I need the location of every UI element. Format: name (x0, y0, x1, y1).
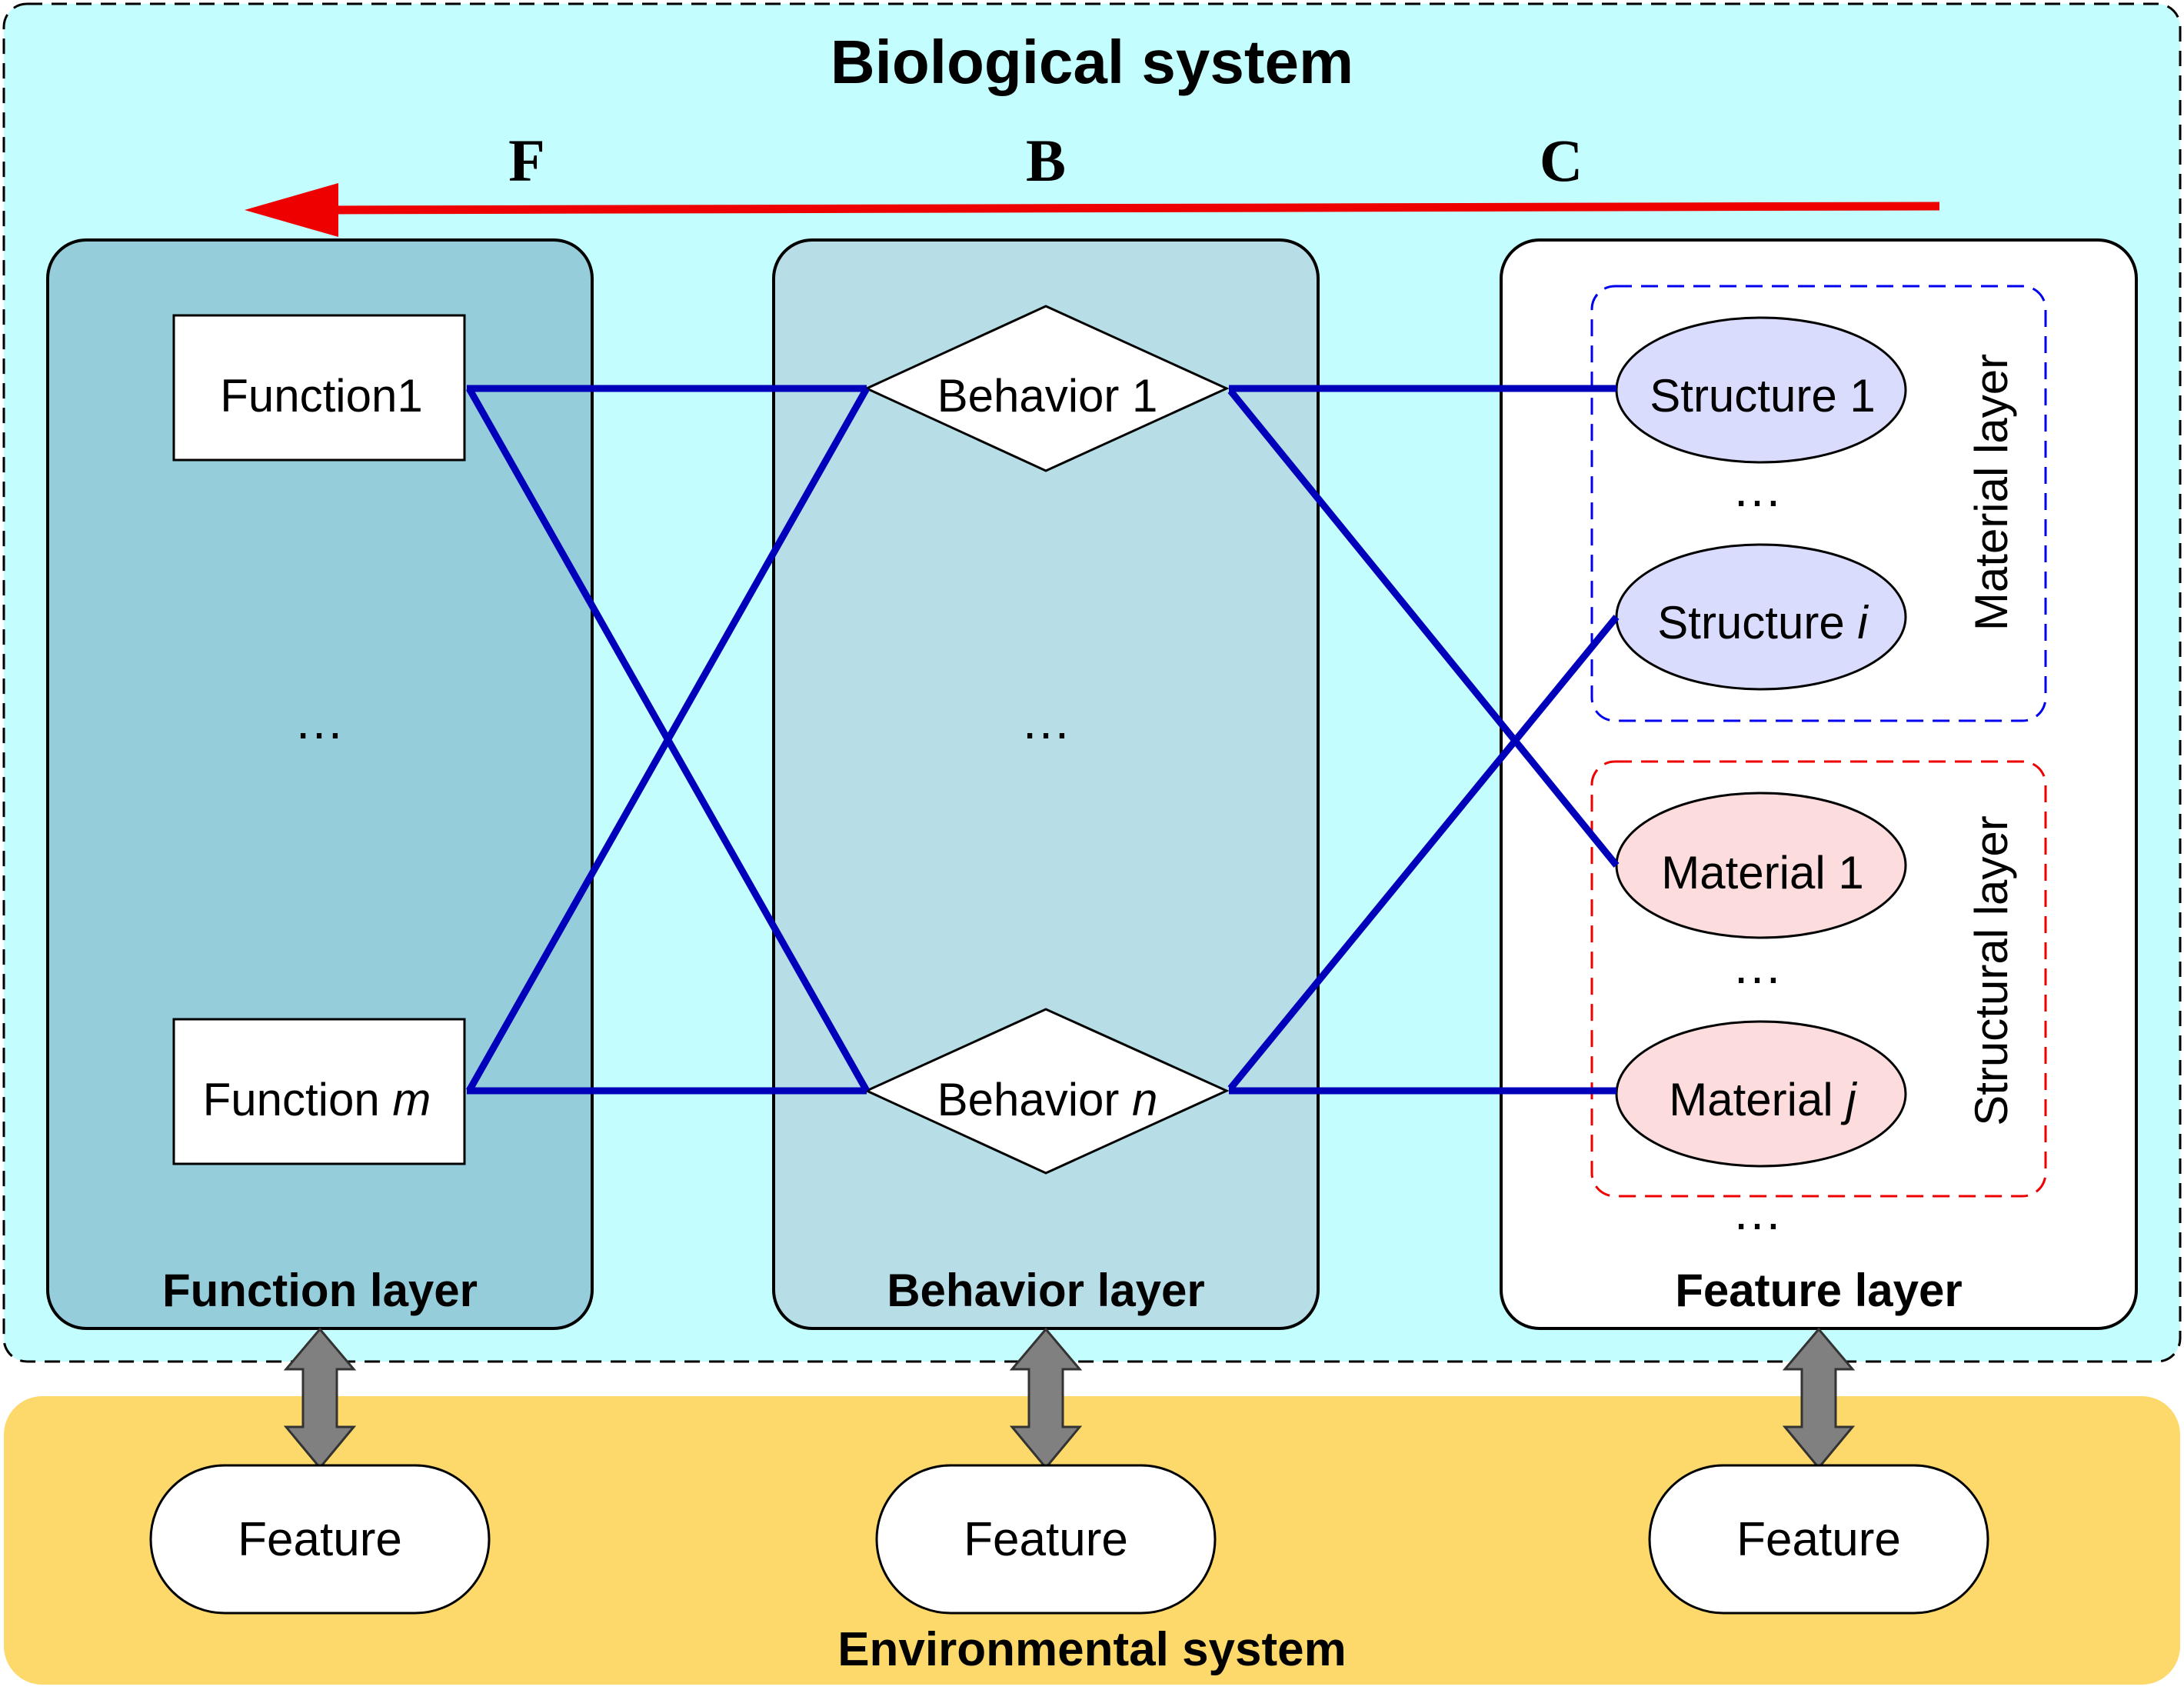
biological-system-title: Biological system (831, 28, 1353, 96)
behavior-n-label: Behavior n (937, 1074, 1158, 1125)
function-1-label: Function1 (220, 370, 423, 422)
material-layer-label: Material layer (1966, 354, 2017, 631)
structure-ellipsis: … (1732, 460, 1783, 517)
direction-letter-f: F (508, 127, 545, 194)
structural-layer-group (1590, 760, 2047, 1198)
environment-feature-2-label: Feature (964, 1513, 1128, 1566)
function-ellipsis: … (294, 692, 345, 749)
arrow-structurei-to-behaviorn (1227, 615, 1620, 1091)
environment-feature-1 (149, 1464, 491, 1615)
direction-letter-c: C (1540, 127, 1583, 194)
environment-feature-3-label: Feature (1736, 1513, 1901, 1566)
arrow-material1-to-behavior1 (1227, 388, 1620, 868)
material-j-label: Material j (1669, 1074, 1857, 1125)
material-1-label: Material 1 (1661, 847, 1863, 898)
behavior-ellipsis: … (1020, 692, 1071, 749)
behavior-n-diamond (864, 1008, 1230, 1175)
feature-ellipsis: … (1732, 1183, 1783, 1240)
flow-arrow (245, 183, 1940, 237)
structure-i-label: Structure i (1657, 597, 1869, 648)
behavior-1-label: Behavior 1 (937, 370, 1158, 422)
structural-layer-label: Structural layer (1966, 815, 2017, 1125)
feature-layer-label: Feature layer (1675, 1265, 1963, 1316)
material-ellipsis: … (1732, 937, 1783, 994)
function-layer-label: Function layer (162, 1265, 478, 1316)
environment-feature-3 (1648, 1464, 1989, 1615)
material-layer-group (1590, 285, 2047, 722)
function-m-label: Function m (203, 1074, 431, 1125)
arrow-behaviorn-to-function1 (466, 386, 870, 1093)
behavior-layer-label: Behavior layer (887, 1265, 1205, 1316)
direction-letter-b: B (1026, 127, 1066, 194)
behavior-1-diamond (864, 305, 1230, 472)
environment-feature-1-label: Feature (238, 1513, 402, 1566)
environment-feature-2 (875, 1464, 1217, 1615)
structure-1-label: Structure 1 (1650, 370, 1875, 422)
function-1-box (172, 314, 466, 462)
environmental-system-title: Environmental system (837, 1623, 1347, 1676)
function-m-box (172, 1018, 466, 1165)
